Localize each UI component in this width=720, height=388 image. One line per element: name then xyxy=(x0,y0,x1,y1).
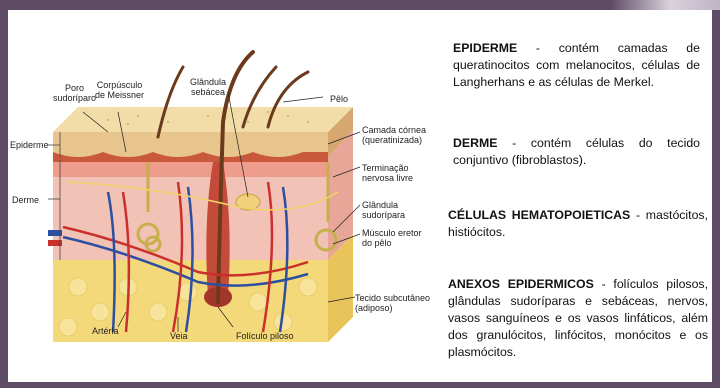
label-glandula-sudoripara: Glândula sudorípara xyxy=(362,200,405,220)
label-terminacao-nervosa: Terminação nervosa livre xyxy=(362,163,413,183)
label-arteria: Artéria xyxy=(92,326,119,336)
skin-surface xyxy=(53,107,353,132)
anexos-heading: ANEXOS EPIDERMICOS xyxy=(448,277,594,291)
label-derme: Derme xyxy=(12,195,39,205)
label-poro-sudoriparo: Poro sudoríparo xyxy=(53,83,96,103)
corner-highlight xyxy=(610,0,720,10)
label-musculo-eretor: Músculo eretor do pêlo xyxy=(362,228,422,248)
celulas-heading: CÉLULAS HEMATOPOIETICAS xyxy=(448,208,630,222)
label-epiderme: Epiderme xyxy=(10,140,49,150)
label-tecido-subcutaneo: Tecido subcutâneo (adiposo) xyxy=(355,293,430,313)
label-glandula-sebacea: Glândula sebácea xyxy=(190,77,226,97)
skin-diagram xyxy=(8,12,438,382)
celulas-description: CÉLULAS HEMATOPOIETICAS - mastócitos, hi… xyxy=(448,207,708,241)
label-foliculo-piloso: Folículo piloso xyxy=(236,331,294,341)
derme-description: DERME - contém células do tecido conjunt… xyxy=(453,135,700,169)
label-pelo: Pêlo xyxy=(330,94,348,104)
label-veia: Veia xyxy=(170,331,188,341)
derme-heading: DERME xyxy=(453,136,497,150)
label-corpusculo-meissner: Corpúsculo de Meissner xyxy=(95,80,144,100)
epiderme-heading: EPIDERME xyxy=(453,41,517,55)
label-camada-cornea: Camada córnea (queratinizada) xyxy=(362,125,426,145)
anexos-description: ANEXOS EPIDERMICOS - folículos pilosos, … xyxy=(448,276,708,361)
epiderme-description: EPIDERME - contém camadas de queratinoci… xyxy=(453,40,700,91)
